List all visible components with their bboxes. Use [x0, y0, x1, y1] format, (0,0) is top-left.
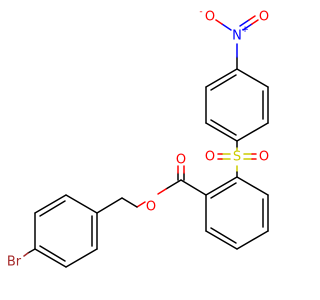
bond: [236, 176, 269, 196]
bond: [205, 176, 238, 196]
bond: [210, 182, 237, 199]
bond: [65, 248, 98, 268]
bond: [23, 252, 29, 257]
bond: [239, 19, 250, 27]
sulfonyl-oxygen-right-label: O: [259, 150, 269, 165]
benzoate-ring: [205, 176, 269, 250]
molecule-diagram: N + O - O S O O: [7, 7, 269, 270]
nitro-oxygen-right-label: O: [259, 10, 269, 25]
bond: [39, 200, 66, 217]
bond: [251, 19, 259, 25]
bond: [180, 179, 207, 196]
bond: [236, 230, 269, 250]
nitro-nitrogen-charge: +: [241, 25, 249, 35]
bond: [215, 19, 223, 25]
bond: [205, 230, 238, 250]
sulfur-label: S: [233, 150, 241, 165]
bond: [205, 68, 238, 88]
bond: [210, 227, 237, 244]
bond: [248, 15, 256, 21]
bond: [165, 179, 182, 190]
ester-oxygen-label: O: [146, 200, 156, 215]
bond: [96, 197, 123, 214]
nitro-group: N + O - O: [199, 7, 269, 70]
nitro-nitrogen-label: N: [232, 29, 242, 44]
sulfonyl-group: S O O: [205, 140, 269, 178]
bromine-label: Br: [7, 255, 22, 270]
bond: [39, 245, 66, 262]
bond: [34, 194, 67, 214]
ester-group: O O: [121, 153, 207, 215]
bromine-group: Br: [7, 248, 36, 270]
bond: [221, 23, 232, 31]
bond: [121, 197, 138, 208]
nitrophenyl-ring: [205, 68, 269, 142]
bond: [242, 23, 253, 31]
bond: [236, 122, 269, 142]
bond: [210, 119, 237, 136]
bond: [205, 122, 238, 142]
nitro-oxygen-left-label: O: [205, 10, 215, 25]
bond: [236, 68, 269, 88]
bond: [34, 248, 67, 268]
sulfonyl-oxygen-left-label: O: [205, 150, 215, 165]
bond: [136, 201, 146, 208]
bond: [210, 74, 237, 91]
bond: [157, 188, 167, 195]
bromobenzyl-ring: [34, 194, 123, 268]
bond: [65, 194, 98, 214]
nitro-oxygen-left-charge: -: [199, 7, 202, 17]
structure-canvas: N + O - O S O O: [7, 7, 269, 270]
carbonyl-oxygen-label: O: [176, 153, 186, 168]
bond: [27, 248, 36, 254]
